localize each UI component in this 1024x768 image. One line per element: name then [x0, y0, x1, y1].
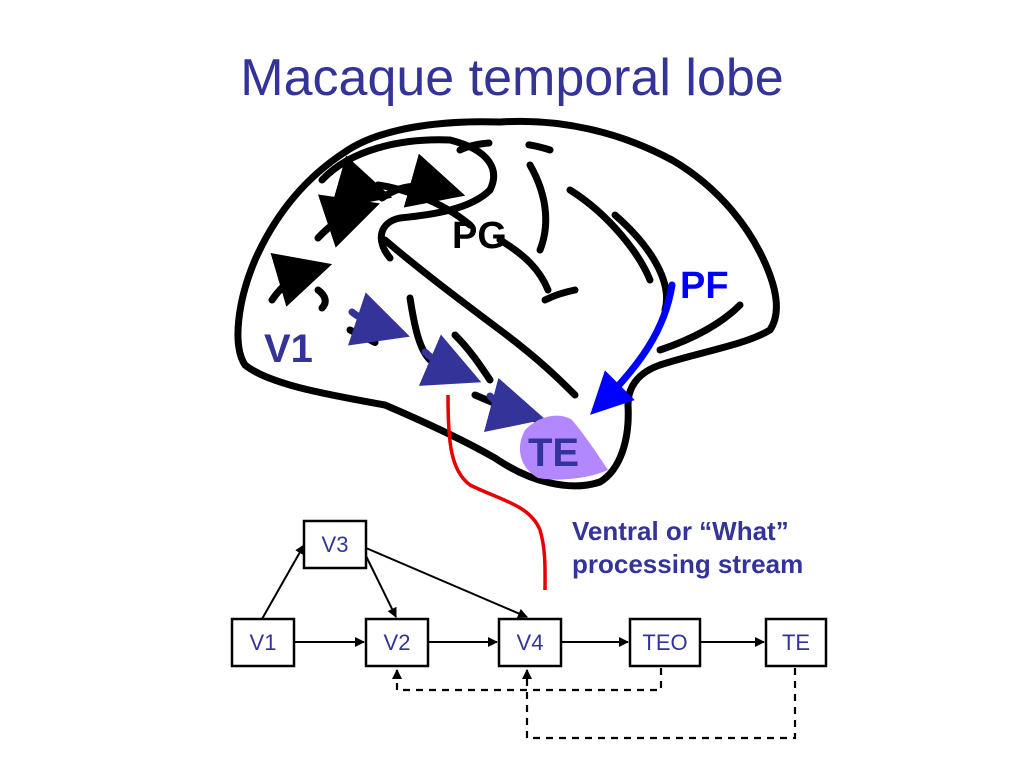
- label-te: TE: [528, 431, 579, 475]
- flow-diagram: V3 V1 V2 V4 TEO TE: [230, 519, 828, 740]
- stream-label-line2: processing stream: [572, 549, 804, 579]
- box-te-label: TE: [782, 630, 810, 655]
- dorsal-arrows: [268, 153, 466, 312]
- feedback-arrows: [392, 668, 797, 740]
- box-v2-label: V2: [384, 630, 411, 655]
- box-v3: [302, 519, 368, 570]
- box-teo: [628, 617, 702, 668]
- stream-label: Ventral or “What” processing stream: [572, 515, 872, 581]
- stream-label-line1: Ventral or “What”: [572, 516, 789, 546]
- box-v3-label: V3: [322, 532, 349, 557]
- te-area-patch: [519, 415, 608, 480]
- label-v1: V1: [264, 327, 313, 371]
- box-te: [764, 617, 828, 668]
- feedforward-arrows: [261, 544, 765, 647]
- label-pg: PG: [452, 215, 507, 257]
- box-v1-label: V1: [250, 630, 277, 655]
- box-v2: [364, 617, 430, 668]
- box-v4: [497, 617, 563, 668]
- box-teo-label: TEO: [642, 630, 687, 655]
- box-v1: [230, 617, 296, 668]
- red-connector-line: [446, 394, 547, 591]
- slide-title: Macaque temporal lobe: [240, 49, 784, 107]
- box-v4-label: V4: [517, 630, 544, 655]
- pf-arrow: [590, 281, 676, 415]
- ventral-arrows: [347, 292, 546, 433]
- label-pf: PF: [680, 265, 729, 307]
